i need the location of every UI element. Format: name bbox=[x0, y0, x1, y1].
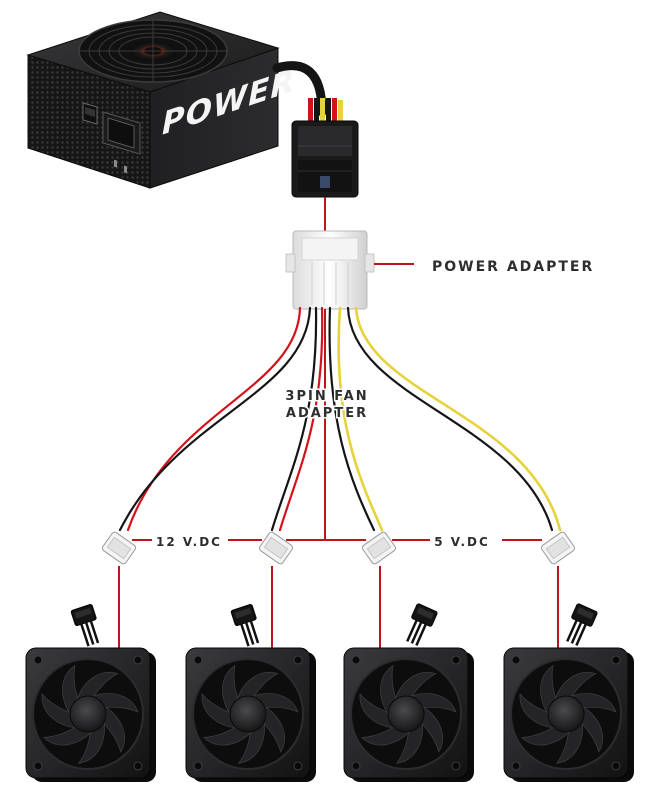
fans-layer bbox=[25, 603, 634, 782]
fan-adapter-label-line2: ADAPTER bbox=[286, 406, 368, 421]
fan-3 bbox=[343, 603, 474, 782]
fan-3-lead bbox=[406, 603, 438, 646]
voltage-5-label: 5 V.DC bbox=[434, 535, 490, 549]
power-adapter-connector bbox=[285, 230, 375, 310]
fan-1-lead bbox=[70, 604, 100, 647]
psu-power-switch bbox=[82, 102, 98, 125]
power-supply-unit: POWER bbox=[26, 11, 295, 189]
psu-wire-bundle bbox=[308, 98, 343, 124]
fan-connector-4 bbox=[540, 531, 576, 565]
fan-wires bbox=[118, 306, 562, 532]
fan-adapter-label-line1: 3PIN FAN bbox=[285, 389, 368, 404]
fan-2-hub bbox=[229, 695, 267, 733]
psu-molex-connector bbox=[291, 120, 359, 198]
power-adapter-label: POWER ADAPTER bbox=[432, 259, 594, 275]
fan-4-lead bbox=[566, 603, 598, 646]
fan-3-hub bbox=[387, 695, 425, 733]
voltage-12-label: 12 V.DC bbox=[156, 535, 222, 549]
fan-4-hub bbox=[547, 695, 585, 733]
fan-adapter-label: 3PIN FAN ADAPTER bbox=[284, 388, 368, 423]
fan-connector-1 bbox=[101, 531, 137, 565]
fan-1-hub bbox=[69, 695, 107, 733]
fan-connector-3 bbox=[361, 531, 397, 565]
psu-ac-inlet bbox=[102, 111, 141, 174]
fan-4 bbox=[503, 603, 634, 782]
psu-fan bbox=[78, 19, 228, 83]
fan-2-lead bbox=[230, 604, 260, 647]
fan-connector-2 bbox=[258, 531, 294, 565]
fan-2 bbox=[185, 604, 316, 782]
fan-1 bbox=[25, 604, 156, 782]
